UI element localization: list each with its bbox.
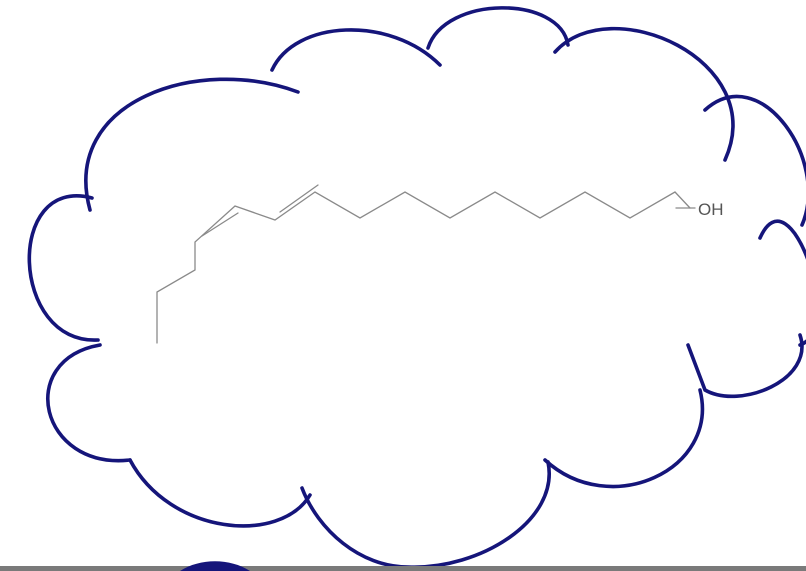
cis-double-bond-line xyxy=(201,212,239,237)
cloud-arc-top-3 xyxy=(553,26,735,162)
trans-double-bond-line xyxy=(279,184,319,213)
cloud-arc-left xyxy=(27,194,100,342)
cloud-arc-right xyxy=(758,219,806,347)
cloud-arc-top-1 xyxy=(270,28,442,72)
cloud-arc-left-lower xyxy=(46,343,132,463)
cloud-arc-top-2 xyxy=(426,6,570,50)
cloud-arc-right-lower xyxy=(686,333,804,399)
bottom-bar xyxy=(0,561,806,571)
cloud-fill xyxy=(30,22,795,563)
cloud-arc-top-right xyxy=(703,94,806,227)
hydroxyl-label: OH xyxy=(698,200,724,219)
carbon-chain xyxy=(156,191,691,344)
molecule-structure: OH xyxy=(156,184,724,344)
cloud-arc-bottom-left xyxy=(128,458,312,528)
cloud-outline xyxy=(27,6,806,569)
bottom-bar-fill xyxy=(0,566,806,571)
cloud-arc-bottom-right xyxy=(543,388,704,489)
cloud-arc-left-upper xyxy=(84,77,300,212)
bottom-bar-highlight xyxy=(180,561,250,571)
